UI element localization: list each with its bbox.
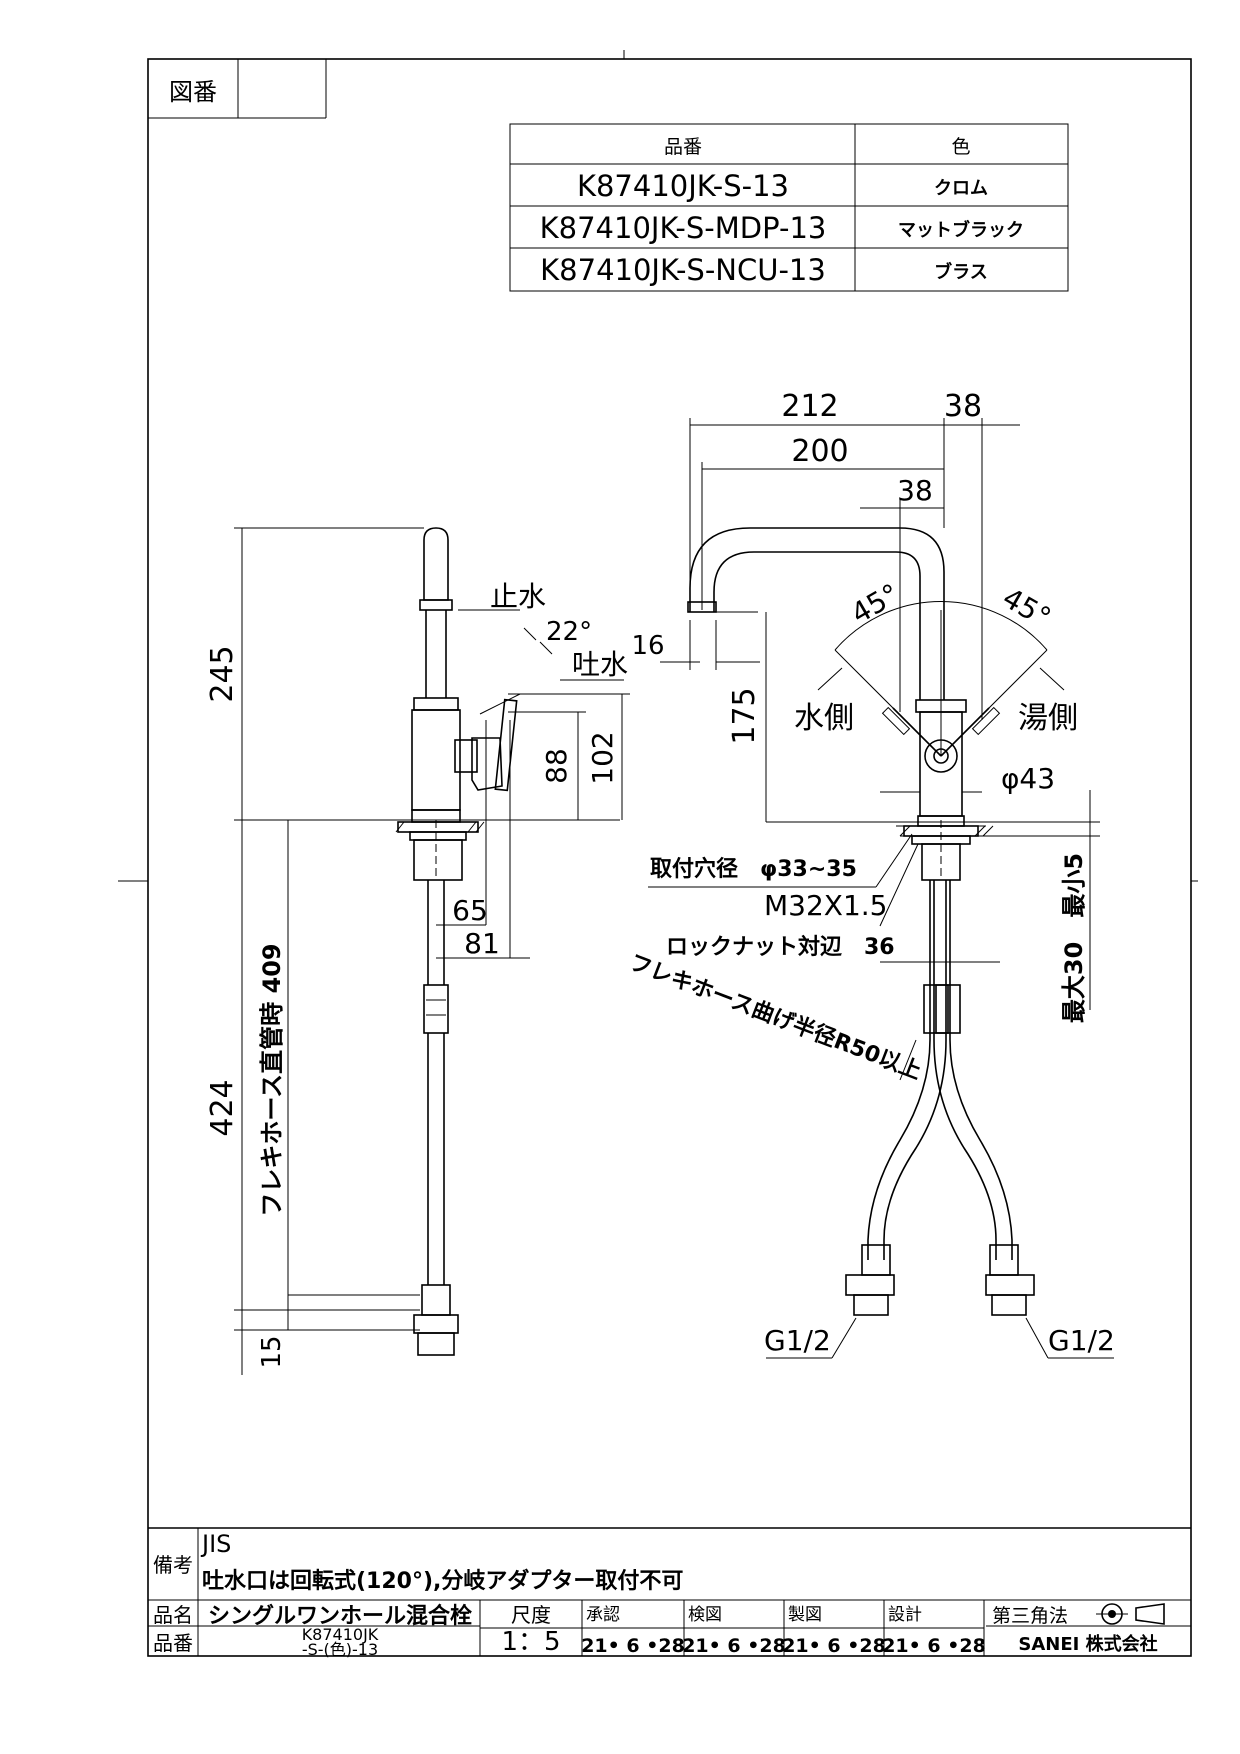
side-dim-15: 15 [257,1335,287,1368]
front-counter-thickness: 最大30 最小5 [1060,853,1088,1023]
drawing-number-label: 図番 [169,78,217,106]
front-locknut: ロックナット対辺 36 [666,935,895,960]
approve-date: 21• 6 •28 [581,1635,685,1657]
side-view: 245 止水 22° 吐水 88 102 65 81 424 フレキホース直管時… [205,527,630,1375]
part-value-line-1: K87410JK [302,1625,379,1644]
part-label: 品番 [153,1631,193,1655]
front-label-hot: 湯側 [1018,701,1078,736]
title-block: 備考 JIS 吐水口は回転式(120°),分岐アダプター取付不可 品名 シングル… [148,1527,1191,1659]
side-dim-88: 88 [540,748,573,784]
side-dim-65: 65 [452,894,488,927]
table-row-2-part: K87410JK-S-MDP-13 [540,211,827,245]
side-label-stop: 止水 [490,580,546,613]
draft-label: 製図 [788,1605,822,1625]
side-label-discharge: 吐水 [572,648,628,681]
check-date: 21• 6 •28 [682,1635,786,1657]
front-dim-dia43: φ43 [1001,762,1055,795]
table-row-2-color: マットブラック [898,219,1024,241]
front-view: 212 38 200 38 45° 45° 16 175 水側 湯側 φ43 取… [626,389,1115,1359]
front-angle-right: 45° [997,581,1056,634]
table-row-1-color: クロム [934,178,988,199]
side-dim-245: 245 [205,645,240,702]
front-thread: M32X1.5 [764,889,888,922]
drawing-number-box: 図番 [148,59,327,119]
front-label-cold: 水側 [794,701,854,736]
sheet-border [147,58,1192,1657]
front-dim-38-top: 38 [944,389,982,424]
remarks-line-2: 吐水口は回転式(120°),分岐アダプター取付不可 [202,1568,683,1594]
table-row-3-part: K87410JK-S-NCU-13 [540,253,826,287]
check-label: 検図 [688,1605,722,1625]
side-label-angle: 22° [546,617,592,647]
projection-label: 第三角法 [992,1605,1068,1627]
front-inlet-left: G1/2 [764,1324,831,1357]
part-value-line-2: -S-(色)-13 [302,1640,378,1659]
side-dim-81: 81 [464,927,500,960]
front-dim-200: 200 [791,434,848,469]
name-label: 品名 [153,1603,193,1627]
front-dim-175: 175 [727,687,762,744]
color-table: 品番 色 K87410JK-S-13 クロム K87410JK-S-MDP-13… [509,123,1069,292]
side-dim-102: 102 [586,731,619,784]
front-mount-hole: 取付穴径 φ33~35 [650,856,857,882]
scale-value: 1：5 [501,1627,560,1657]
table-row-3-color: ブラス [934,261,988,283]
remarks-label: 備考 [153,1553,193,1577]
front-dim-212: 212 [781,389,838,424]
front-hose-bend: フレキホース曲げ半径R50以上 [626,949,925,1085]
front-inlet-right: G1/2 [1048,1324,1115,1357]
side-dim-424: 424 [205,1079,240,1136]
table-header-part: 品番 [664,136,702,158]
design-label: 設計 [888,1605,922,1625]
front-angle-left: 45° [846,577,905,630]
third-angle-projection-icon [1096,1603,1165,1625]
draft-date: 21• 6 •28 [782,1635,886,1657]
company-name: SANEI 株式会社 [1018,1633,1157,1655]
design-date: 21• 6 •28 [882,1635,986,1657]
name-value: シングルワンホール混合栓 [208,1603,472,1629]
table-header-color: 色 [951,136,970,158]
scale-label: 尺度 [511,1603,551,1627]
front-dim-38-mid: 38 [897,474,933,507]
side-hose-label: フレキホース直管時 409 [258,943,286,1216]
table-row-1-part: K87410JK-S-13 [577,169,789,203]
remarks-line-1: JIS [200,1530,231,1558]
front-dim-16: 16 [631,631,664,661]
approve-label: 承認 [586,1605,620,1625]
